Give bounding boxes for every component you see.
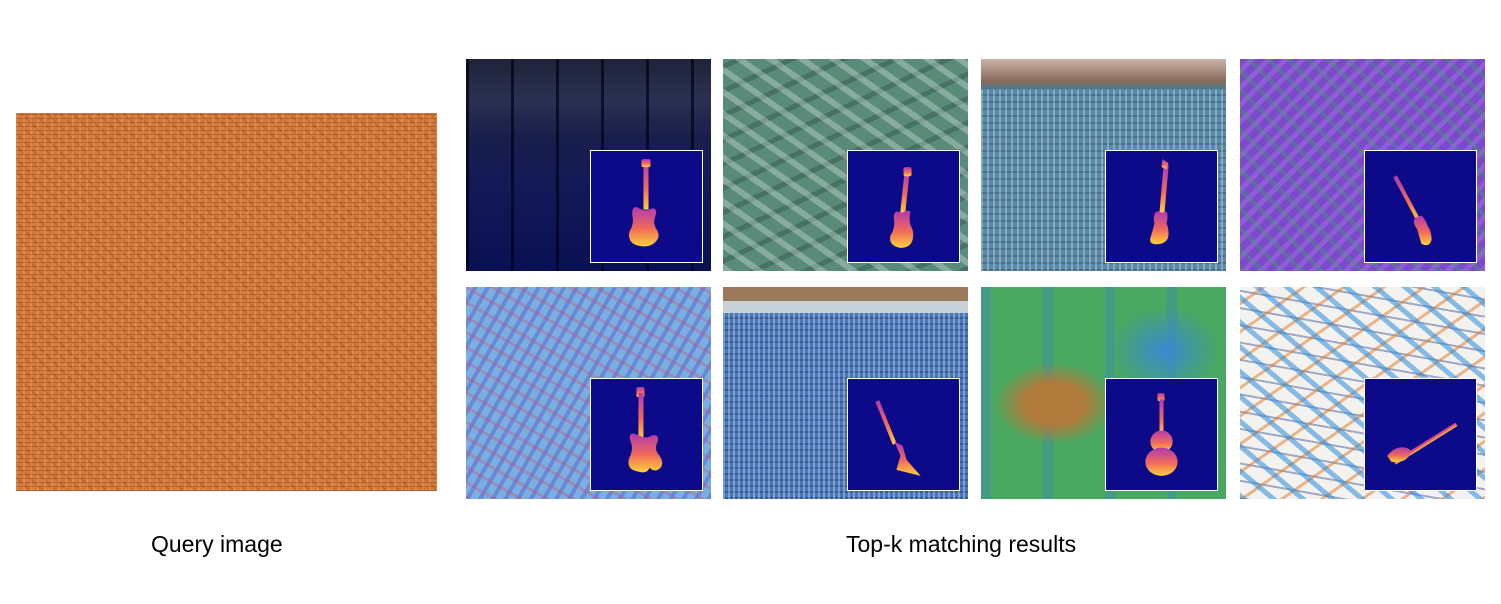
guitar-icon (1387, 422, 1458, 465)
acoustic-guitar-icon (1145, 393, 1178, 476)
depth-map-inset (1105, 378, 1218, 491)
match-thumbnail-3 (981, 59, 1226, 271)
depth-map-inset (590, 150, 703, 263)
match-thumbnail-7 (981, 287, 1226, 499)
depth-map-inset (847, 378, 960, 491)
electric-guitar-icon (629, 159, 659, 247)
match-thumbnail-5 (466, 287, 711, 499)
match-thumbnail-2 (723, 59, 968, 271)
electric-guitar-icon (1150, 159, 1169, 245)
match-thumbnail-8 (1240, 287, 1485, 499)
results-caption: Top-k matching results (846, 531, 1077, 557)
depth-map-inset (1105, 150, 1218, 263)
depth-map-inset (590, 378, 703, 491)
electric-guitar-icon (628, 387, 663, 473)
flying-v-guitar-icon (875, 400, 921, 476)
depth-map-inset (847, 150, 960, 263)
match-thumbnail-1 (466, 59, 711, 271)
query-image (16, 113, 437, 491)
electric-guitar-icon (890, 167, 914, 248)
match-thumbnail-6 (723, 287, 968, 499)
electric-guitar-icon (1393, 175, 1432, 246)
depth-map-inset (1364, 378, 1477, 491)
depth-map-inset (1364, 150, 1477, 263)
match-thumbnail-4 (1240, 59, 1485, 271)
query-image-caption: Query image (151, 531, 283, 557)
